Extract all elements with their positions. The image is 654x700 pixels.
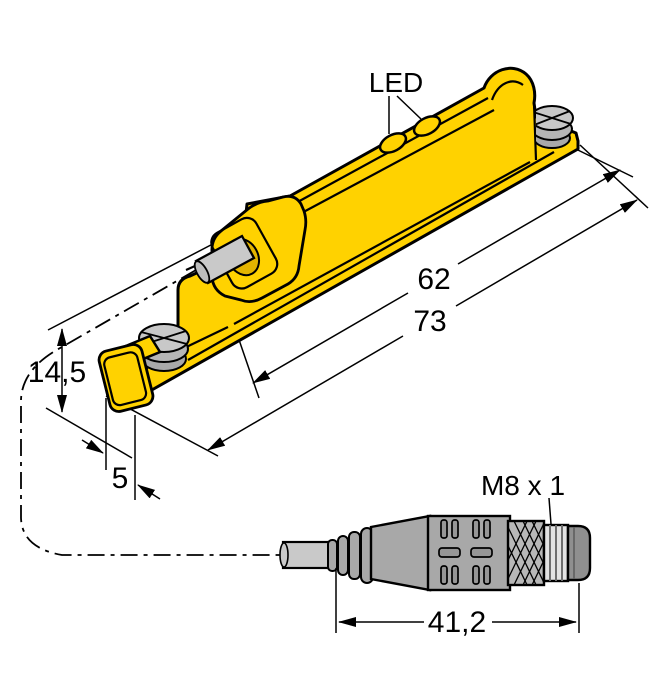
cable-centerline <box>20 269 283 556</box>
end-clamp <box>97 334 162 413</box>
sensor-body <box>97 66 580 413</box>
knurled-ring <box>506 519 546 587</box>
dimension-62: 62 <box>252 169 621 384</box>
dim-62-text: 62 <box>417 263 450 296</box>
dim-412-text: 41,2 <box>428 606 486 639</box>
end-tab-inner-arc <box>490 80 524 101</box>
connector-cable <box>279 540 335 570</box>
connector-taper <box>369 514 432 592</box>
cable-stub <box>193 234 256 285</box>
led-indicators <box>378 115 442 154</box>
led-label: LED <box>369 67 423 98</box>
dimension-73: 73 <box>207 199 638 451</box>
housing-base-edge <box>187 151 555 361</box>
housing-groove-upper <box>295 109 495 217</box>
end-clamp-cap-inner <box>103 351 148 407</box>
dim-5-text: 5 <box>112 462 129 495</box>
ext-73-right <box>579 144 649 209</box>
housing-groove-lower <box>233 161 531 325</box>
led-callout: LED <box>369 67 423 134</box>
thread-ring <box>542 523 570 583</box>
dimension-connector-length: 41,2 <box>335 568 580 639</box>
thread-label: M8 x 1 <box>481 470 565 501</box>
m8-connector <box>279 514 592 592</box>
ext-145-top <box>47 234 231 331</box>
ext-145-bottom <box>45 407 133 459</box>
thread-callout: M8 x 1 <box>481 470 565 525</box>
connector-nut <box>566 524 592 582</box>
strain-relief <box>327 527 374 584</box>
led-1 <box>378 132 408 154</box>
housing-silhouette <box>143 66 580 393</box>
led-2 <box>412 115 442 137</box>
end-tab-right-edge <box>532 102 538 161</box>
dimension-clamp-width: 5 <box>81 439 161 500</box>
clamp-screw-right <box>536 105 574 149</box>
dim-145-text: 14,5 <box>28 356 86 389</box>
dimension-height: 14,5 <box>28 328 86 413</box>
connector-grip <box>426 514 512 592</box>
dim-73-text: 73 <box>413 305 446 338</box>
